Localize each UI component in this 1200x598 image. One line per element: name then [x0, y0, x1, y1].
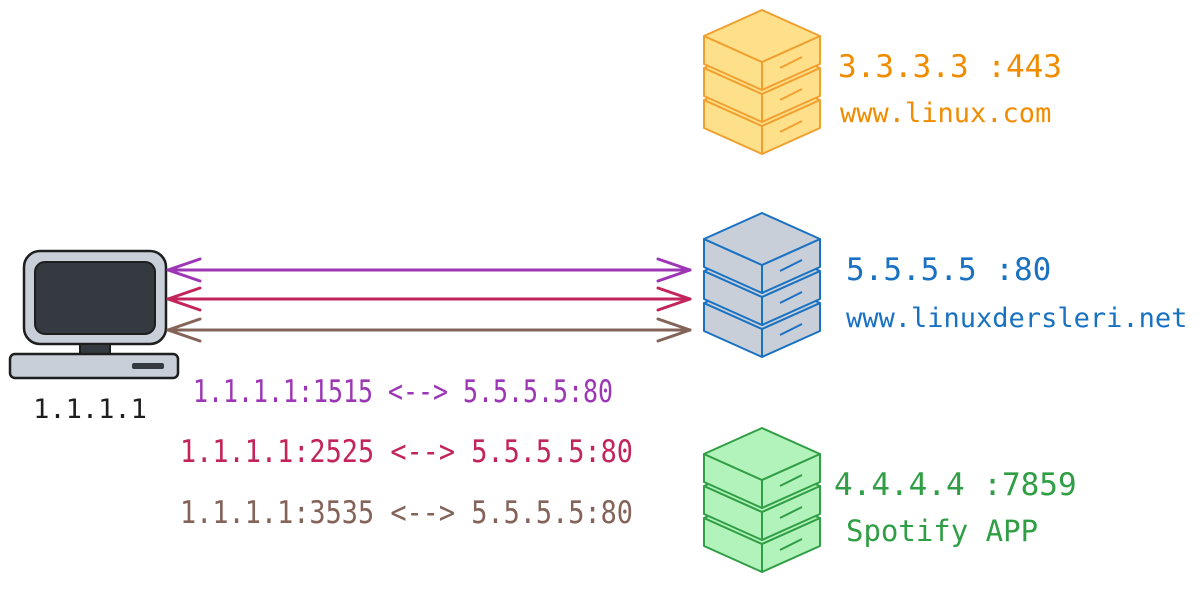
server-slot: [779, 506, 803, 519]
double-arrow: [166, 317, 692, 343]
server-slot: [779, 259, 803, 272]
computer-icon: [8, 249, 180, 380]
server-box-top: [703, 427, 821, 481]
connection-label-1515: 1.1.1.1:1515 <--> 5.5.5.5:80: [193, 374, 613, 410]
server-box-top: [703, 9, 821, 63]
server-slot: [779, 538, 803, 551]
server-linuxdersleri-name: www.linuxdersleri.net: [846, 303, 1187, 334]
connection-label-3535: 1.1.1.1:3535 <--> 5.5.5.5:80: [180, 495, 633, 531]
server-linux-name: www.linux.com: [840, 98, 1051, 129]
server-linux-icon: [703, 9, 821, 155]
double-arrow: [166, 286, 692, 312]
server-slot: [779, 474, 803, 487]
server-spotify-icon: [703, 427, 821, 573]
double-arrow: [166, 257, 692, 283]
server-slot: [779, 56, 803, 69]
connection-arrows: [166, 257, 692, 343]
server-slot: [779, 291, 803, 304]
server-box-top: [703, 212, 821, 266]
server-linux-ip-port: 3.3.3.3 :443: [838, 49, 1062, 85]
server-linuxdersleri-ip-port: 5.5.5.5 :80: [846, 252, 1051, 288]
client-ip-label: 1.1.1.1: [33, 394, 147, 425]
server-linuxdersleri-icon: [703, 212, 821, 358]
server-spotify-name: Spotify APP: [846, 514, 1038, 548]
server-slot: [779, 323, 803, 336]
server-slot: [779, 120, 803, 133]
server-slot: [779, 88, 803, 101]
connection-label-2525: 1.1.1.1:2525 <--> 5.5.5.5:80: [180, 434, 633, 470]
server-spotify-ip-port: 4.4.4.4 :7859: [834, 467, 1077, 503]
